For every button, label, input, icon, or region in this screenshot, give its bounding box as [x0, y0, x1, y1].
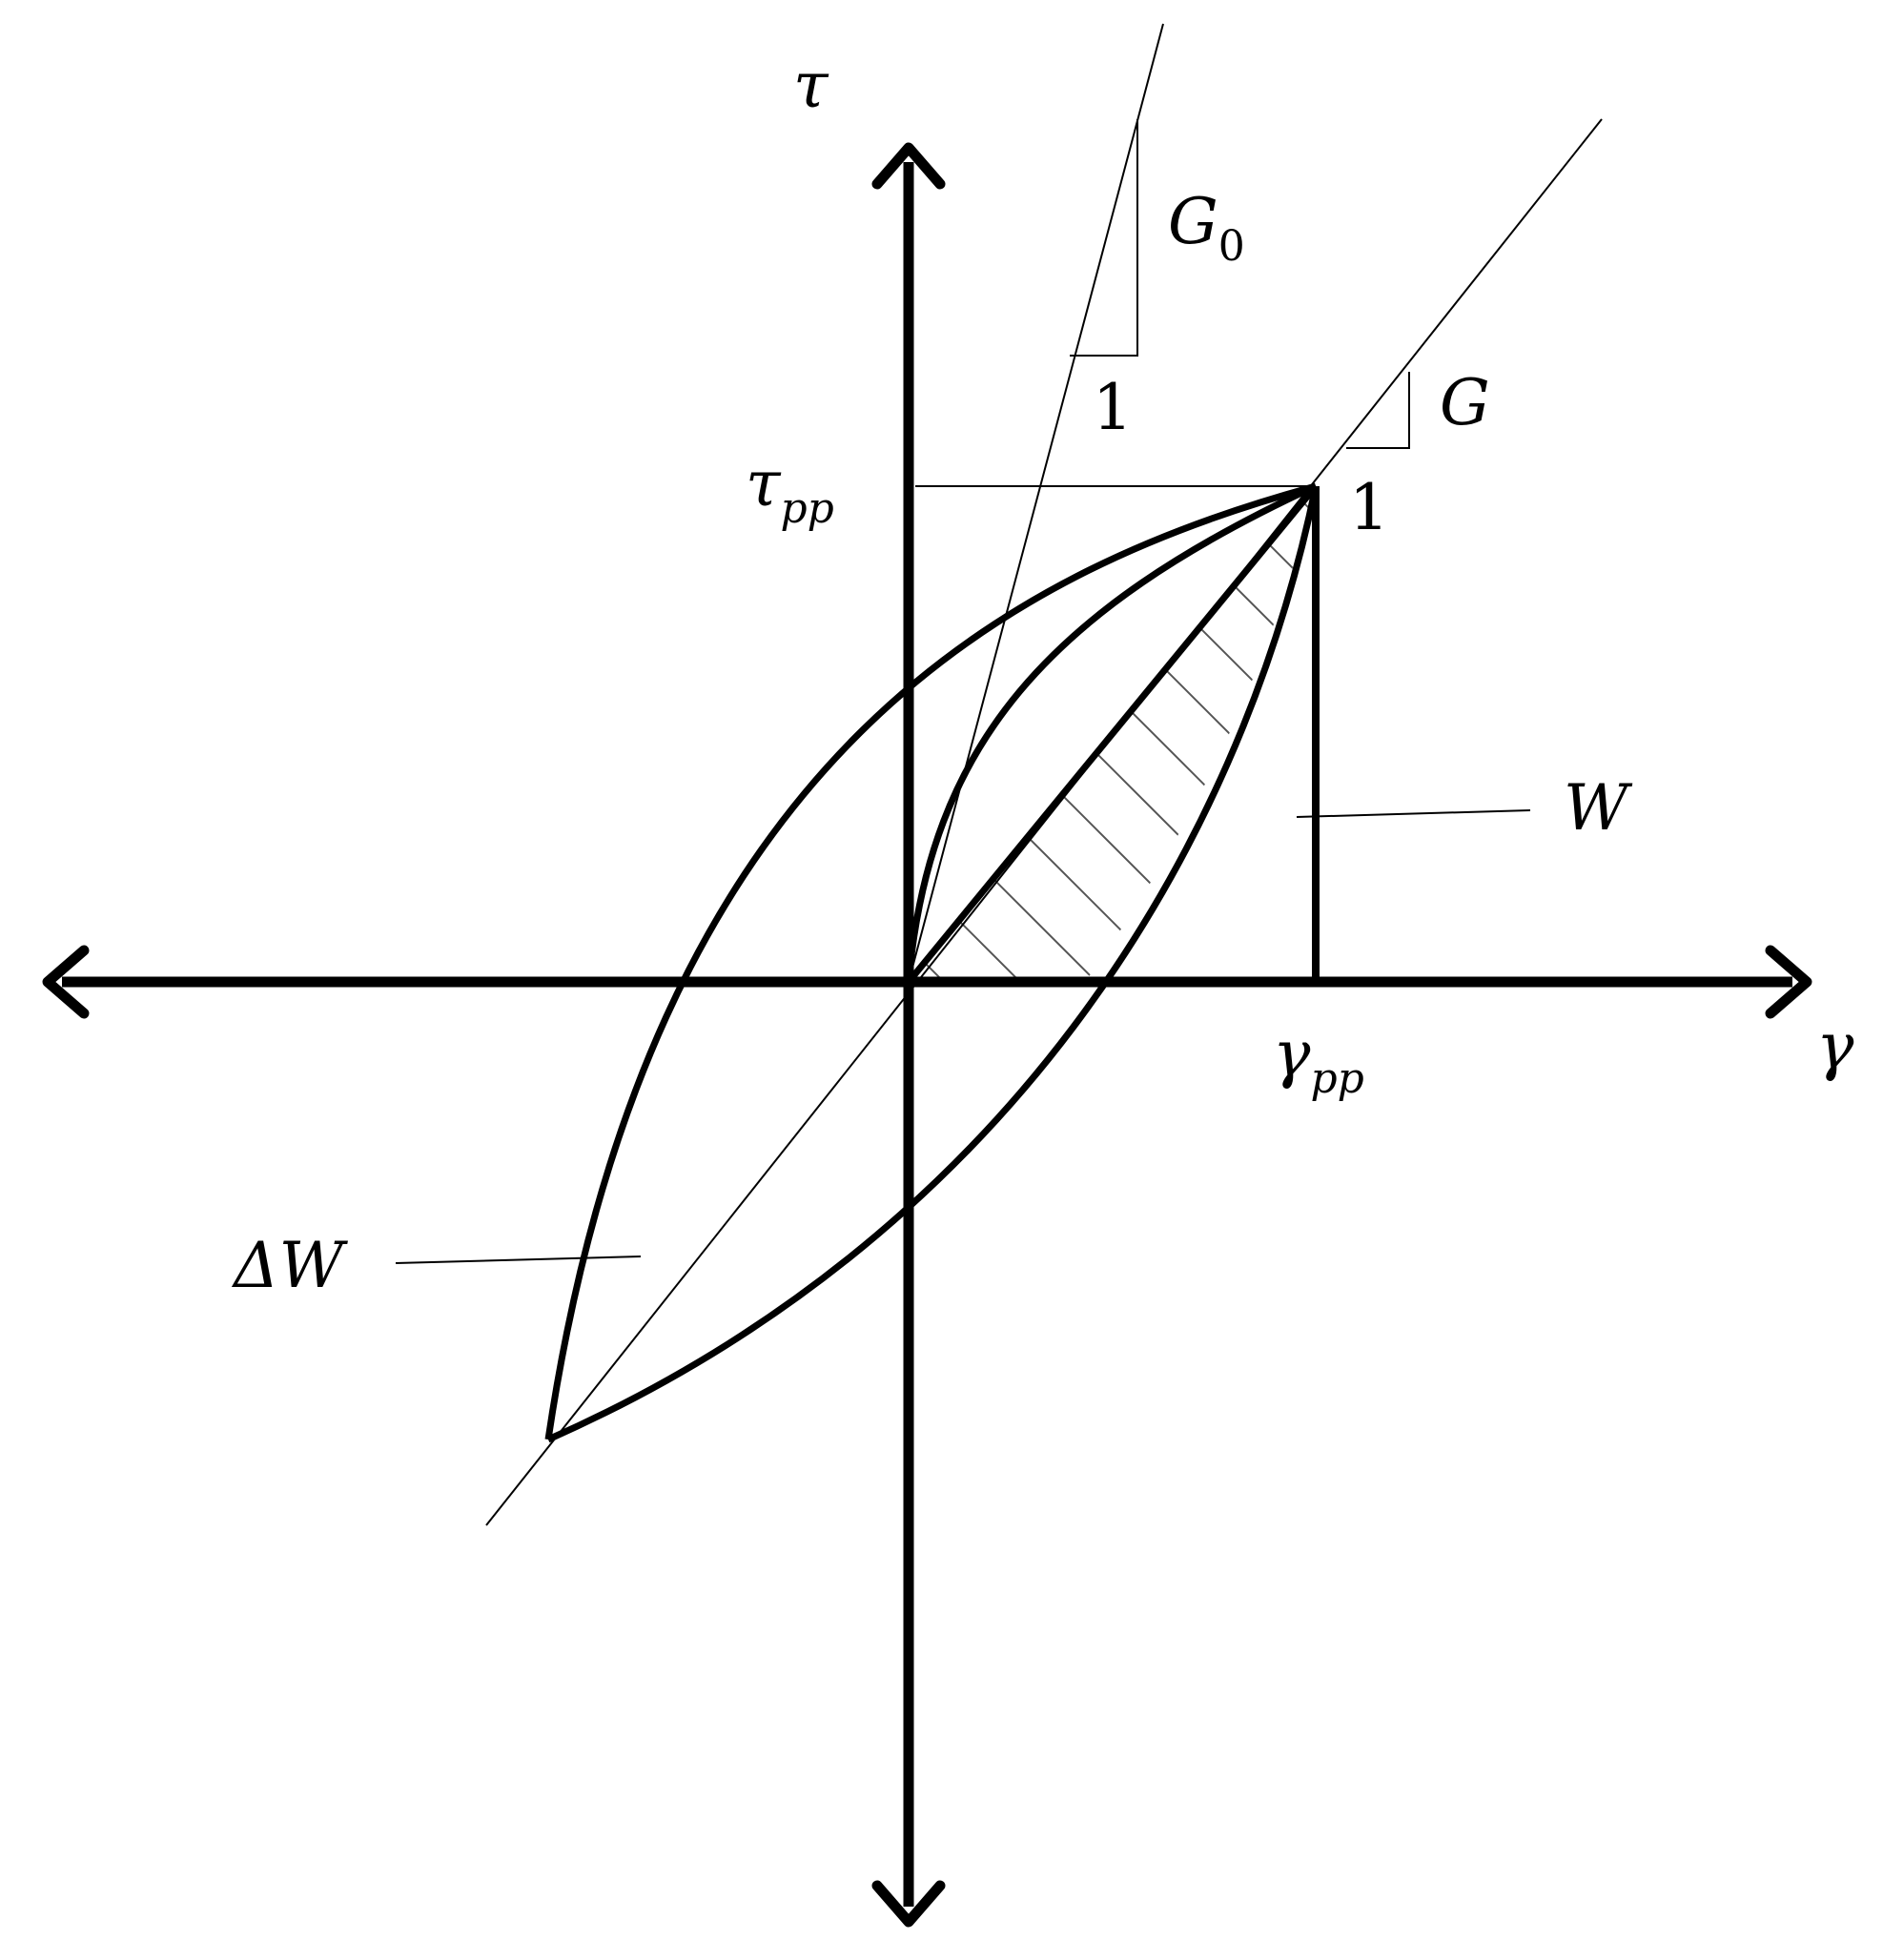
w-leader-line: [1296, 809, 1531, 818]
g0-slope-unit-label: 1: [1093, 371, 1133, 444]
g-slope-triangle: [1346, 372, 1410, 449]
delta-w-leader-line: [395, 1256, 642, 1264]
secant-chord: [906, 483, 1319, 985]
g0-tangent-line: [908, 23, 1164, 983]
hatched-area-w: [909, 486, 1316, 982]
tau-axis-arrow-bottom: [871, 1880, 946, 1928]
g-slope-unit-label: 1: [1349, 471, 1389, 544]
gamma-axis-label: γ: [1816, 1010, 1854, 1083]
gamma-axis-arrow-right: [1765, 945, 1812, 1019]
g0-slope-triangle: [1070, 119, 1138, 357]
tau-axis-label: τ: [793, 49, 829, 122]
delta-w-label: ΔW: [231, 1229, 349, 1302]
hysteresis-upper-branch: [544, 482, 1317, 1440]
gamma-axis-arrow-left: [42, 945, 90, 1019]
hysteresis-lower-branch: [546, 485, 1320, 1443]
gamma-pp-label: γpp: [1273, 1017, 1364, 1103]
g0-label: G0: [1168, 185, 1245, 271]
tau-axis-arrow-top: [871, 142, 946, 190]
g-label: G: [1440, 366, 1490, 439]
backbone-curve: [905, 482, 1318, 983]
tau-pp-label: τpp: [746, 447, 834, 533]
w-label: W: [1564, 771, 1633, 845]
